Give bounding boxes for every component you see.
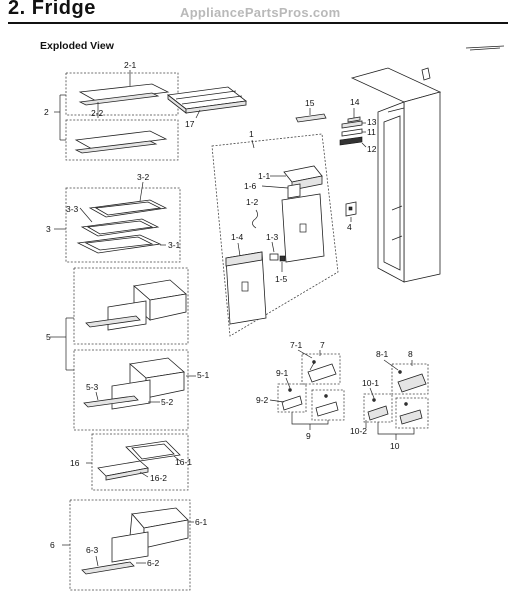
label-3-1: 3-1 [168,240,181,250]
label-6-1: 6-1 [195,517,208,527]
box-shelf-2-2 [65,119,179,161]
box-group-1 [211,133,339,337]
part-14 [347,116,361,123]
bin-8 [397,373,427,393]
label-10-1: 10-1 [362,378,379,388]
box-9-b [311,389,345,421]
part-group-7-9[interactable]: 7-1 7 9-1 9-2 9 [256,340,345,441]
crisper-cover-lower [111,379,151,410]
part-group-16[interactable]: 16-1 16-2 16 [70,433,192,491]
label-7-1: 7-1 [290,340,303,350]
title-rule [8,22,508,24]
label-6: 6 [50,540,55,550]
label-5-1: 5-1 [197,370,210,380]
cover-6-2 [111,531,149,563]
box-crisper-upper [73,267,189,345]
part-group-1[interactable]: 1 1-1 1-6 1-2 1-3 1-5 1-4 [211,129,339,337]
label-2: 2 [44,107,49,117]
panel-upper [281,193,325,263]
box-group-16 [91,433,189,491]
label-4: 4 [347,222,352,232]
box-9-a [277,383,307,413]
box-10-b [395,397,429,429]
label-1-2: 1-2 [246,197,259,207]
wire-1-2 [252,209,258,229]
label-6-2: 6-2 [147,558,160,568]
rail-6-3 [81,561,135,575]
label-11: 11 [367,127,376,137]
part-13 [341,120,363,129]
label-5-2: 5-2 [161,397,174,407]
crisper-cover-upper [107,300,147,331]
section-subtitle: Exploded View [40,40,114,52]
watermark: AppliancePartsPros.com [180,5,341,20]
label-8: 8 [408,349,413,359]
part-group-3[interactable]: 3-2 3-3 3-1 3 [46,172,181,263]
box-7 [301,353,341,385]
label-3-3: 3-3 [66,204,79,214]
label-6-3: 6-3 [86,545,99,555]
label-1-1: 1-1 [258,171,271,181]
label-7: 7 [320,340,325,350]
label-1-6: 1-6 [244,181,257,191]
label-12: 12 [367,144,377,154]
part-group-5[interactable]: 5-1 5-2 5-3 5 [46,267,210,431]
label-15: 15 [305,98,315,108]
label-5: 5 [46,332,51,342]
label-9: 9 [306,431,311,441]
label-10: 10 [390,441,400,451]
part-1-5 [279,255,286,262]
part-1-3 [269,253,279,261]
label-2-2: 2-2 [91,108,104,118]
label-9-1: 9-1 [276,368,289,378]
label-1: 1 [249,129,254,139]
part-group-6[interactable]: 6-1 6-2 6-3 6 [50,499,208,591]
label-1-3: 1-3 [266,232,279,242]
box-shelf-2-1 [65,72,179,116]
part-15[interactable]: 15 [295,98,327,123]
part-group-2[interactable]: 2 2-1 2-2 [44,60,179,161]
label-1-5: 1-5 [275,274,288,284]
parts-14-13-11-12[interactable]: 14 13 11 12 [339,97,377,154]
label-17: 17 [185,119,195,129]
part-4[interactable]: 4 [345,201,357,232]
label-13: 13 [367,117,377,127]
part-17-shelf[interactable]: 17 [167,86,247,129]
fridge-cabinet [350,45,505,283]
label-1-4: 1-4 [231,232,244,242]
label-3: 3 [46,224,51,234]
box-8 [391,363,429,395]
box-10-a [363,393,393,423]
label-9-2: 9-2 [256,395,269,405]
label-14: 14 [350,97,360,107]
box-group-3 [65,187,181,263]
label-16: 16 [70,458,80,468]
page-title: 2. Fridge [8,0,96,19]
part-11 [341,128,363,137]
label-16-2: 16-2 [150,473,167,483]
shelf-2-2-glass [74,130,168,150]
part-group-8-10[interactable]: 8-1 8 10-1 10-2 10 [350,349,429,451]
shelf-2-1-trim [78,92,160,106]
shelf-2-2-trim [74,140,158,154]
label-2-1: 2-1 [124,60,137,70]
label-8-1: 8-1 [376,349,389,359]
label-16-1: 16-1 [175,457,192,467]
bin-7 [307,363,337,383]
label-5-3: 5-3 [86,382,99,392]
shelf-2-1-glass [78,83,170,102]
part-12 [339,136,363,146]
crisper-rail-upper [85,315,141,328]
label-3-2: 3-2 [137,172,150,182]
crisper-rail-lower [83,395,139,408]
label-10-2: 10-2 [350,426,367,436]
part-1-6 [287,183,301,199]
